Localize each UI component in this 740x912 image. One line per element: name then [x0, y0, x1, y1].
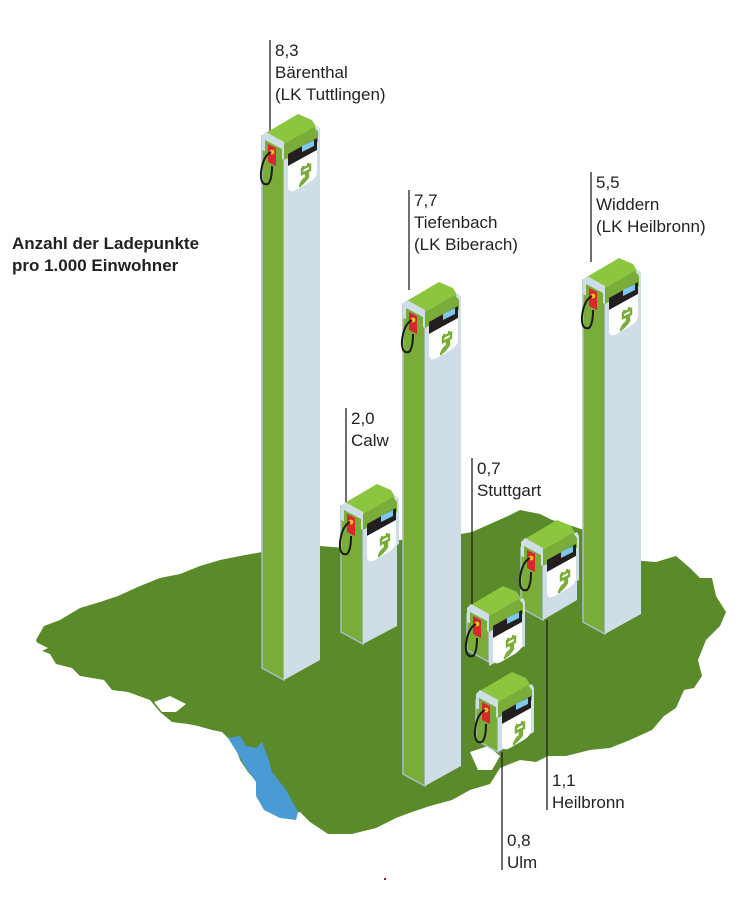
value: 2,0: [351, 409, 375, 428]
place-name: Ulm: [507, 853, 538, 872]
label-stuttgart: 0,7 Stuttgart: [477, 458, 541, 502]
title-line-1: Anzahl der Ladepunkte: [12, 234, 200, 253]
district: (LK Biberach): [414, 235, 518, 254]
pillar-widdern: [580, 256, 643, 636]
district: (LK Tuttlingen): [275, 85, 386, 104]
pillar-tiefenbach: [400, 280, 463, 788]
value: 1,1: [552, 771, 576, 790]
station-stuttgart: [464, 584, 527, 668]
value: 5,5: [596, 173, 620, 192]
chart-title: Anzahl der Ladepunkte pro 1.000 Einwohne…: [12, 233, 199, 277]
pillar-calw: [338, 482, 401, 646]
place-name: Calw: [351, 431, 389, 450]
station-ulm: [473, 670, 536, 754]
value: 0,7: [477, 459, 501, 478]
place-name: Stuttgart: [477, 481, 542, 500]
label-heilbronn: 1,1 Heilbronn: [552, 770, 625, 814]
place-name: Bärenthal: [275, 63, 348, 82]
place-name: Tiefenbach: [414, 213, 498, 232]
place-name: Widdern: [596, 195, 660, 214]
label-widdern: 5,5 Widdern (LK Heilbronn): [596, 172, 706, 238]
label-tiefenbach: 7,7 Tiefenbach (LK Biberach): [414, 190, 518, 256]
value: 8,3: [275, 41, 299, 60]
value: 0,8: [507, 831, 531, 850]
label-ulm: 0,8 Ulm: [507, 830, 537, 874]
place-name: Heilbronn: [552, 793, 625, 812]
label-baerenthal: 8,3 Bärenthal (LK Tuttlingen): [275, 40, 386, 106]
lake-constance: [228, 736, 298, 820]
district: (LK Heilbronn): [596, 217, 706, 236]
value: 7,7: [414, 191, 438, 210]
label-calw: 2,0 Calw: [351, 408, 389, 452]
pillar-baerenthal: [259, 112, 322, 682]
title-line-2: pro 1.000 Einwohner: [12, 256, 179, 275]
station-heilbronn: [518, 518, 581, 622]
